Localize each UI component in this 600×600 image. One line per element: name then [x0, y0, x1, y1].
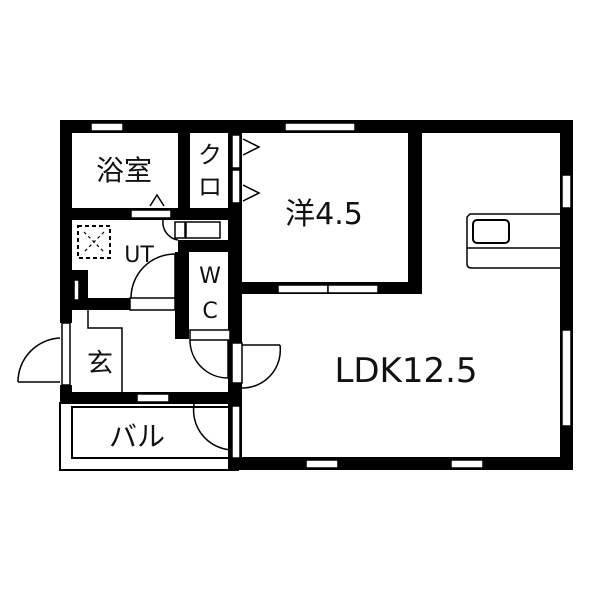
bath-window [90, 122, 124, 132]
western-top-window [284, 122, 356, 132]
room-label-ldk: LDK12.5 [334, 351, 477, 391]
ldk-south-window-1 [305, 459, 339, 469]
washing-machine-pan-icon [77, 225, 111, 259]
closet-door-arrows [242, 138, 261, 202]
room-label-closet-2: ロ [198, 173, 222, 201]
bath-step-marker [149, 193, 165, 207]
ldk-door-frame [231, 342, 243, 384]
door-swings [17, 193, 282, 451]
ut-small-window [73, 279, 80, 301]
room-label-wc-1: W [199, 264, 221, 289]
ldk-south-window-2 [450, 459, 484, 469]
room-label-entrance: 玄 [87, 349, 113, 379]
room-label-wc-2: C [202, 299, 217, 324]
room-label-bath: 浴室 [96, 154, 152, 187]
entrance-balcony-window [136, 393, 170, 403]
interior-walls [60, 120, 422, 339]
closet-doors [231, 134, 241, 204]
windows [61, 122, 572, 469]
ut-door-frame-1 [174, 221, 186, 239]
room-label-balcony: バル [109, 420, 165, 453]
room-label-utility: UT [124, 243, 154, 268]
ut-door-frame-2 [185, 221, 221, 239]
wc-door [189, 329, 231, 341]
entrance-door-opening [61, 322, 71, 386]
western-south-window-2 [327, 284, 379, 294]
ldk-east-window-long [561, 329, 572, 427]
western-south-window-1 [277, 284, 329, 294]
bath-door [130, 209, 172, 219]
room-label-western: 洋4.5 [285, 197, 363, 232]
room-label-closet-1: ク [198, 141, 222, 169]
balcony-ldk-door [231, 405, 241, 459]
ldk-east-window-top [561, 174, 572, 209]
kitchen-counter-icon [466, 213, 560, 269]
ut-entrance-door [129, 297, 176, 311]
